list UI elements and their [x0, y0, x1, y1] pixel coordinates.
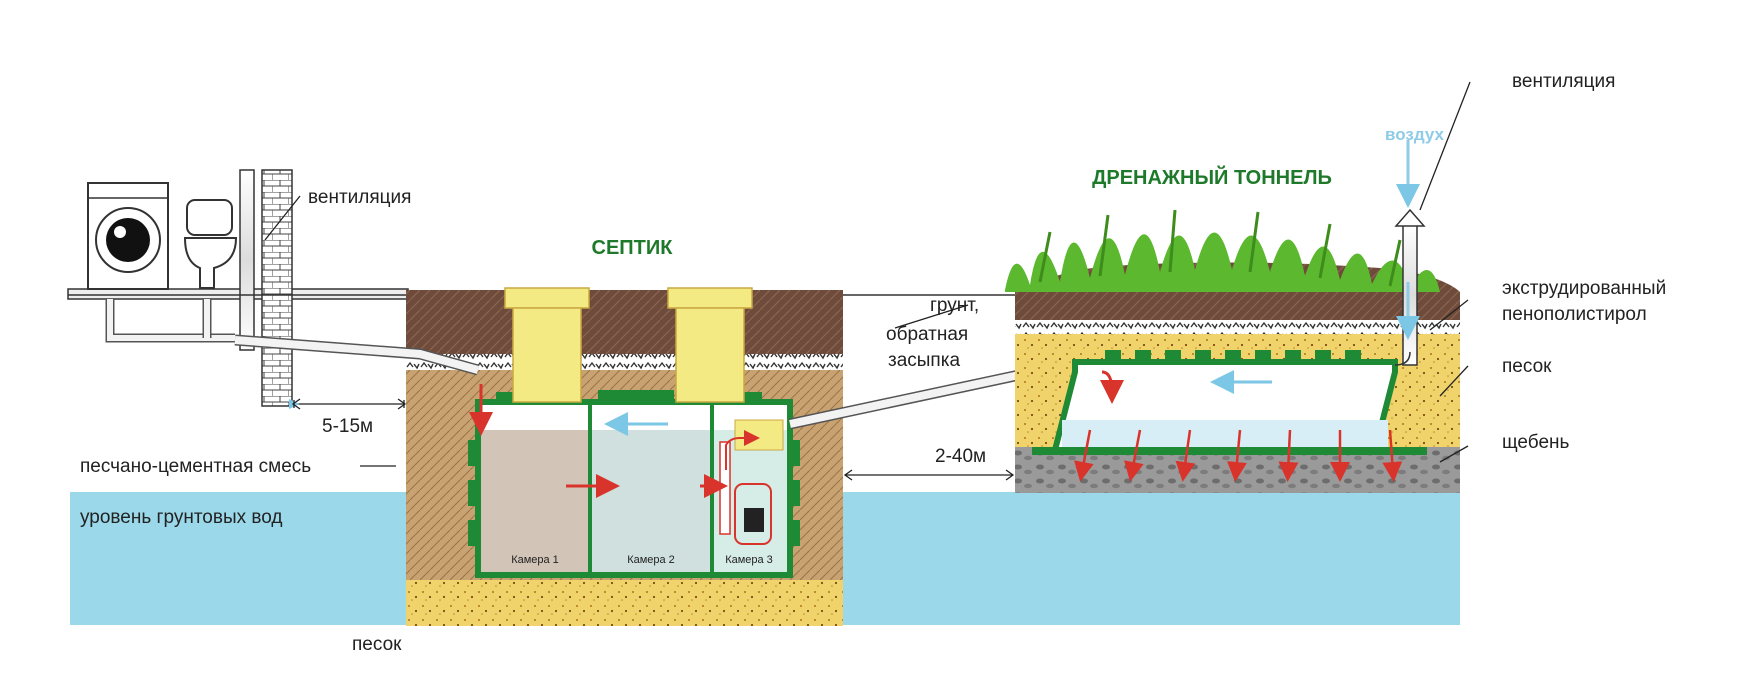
- soil-layer: [406, 290, 843, 354]
- label-sand-bottom: песок: [352, 634, 402, 655]
- label-ventilation-house: вентиляция: [308, 187, 411, 208]
- label-foam-2: пенополистирол: [1502, 304, 1647, 325]
- label-soil-1: грунт,: [930, 295, 979, 316]
- label-distance-house: 5-15м: [322, 416, 373, 437]
- label-groundwater: уровень грунтовых вод: [80, 507, 283, 528]
- house: [67, 169, 409, 407]
- chamber-1-liquid: [481, 430, 590, 572]
- label-sand-cement: песчано-цементная смесь: [80, 456, 311, 477]
- house-floor: [67, 288, 409, 300]
- chamber-2-liquid: [590, 430, 712, 572]
- inlet-pipe: [234, 334, 480, 376]
- sand-bed-bottom: [406, 580, 843, 626]
- washing-machine-icon: [87, 182, 169, 290]
- label-soil-2: обратная: [886, 324, 968, 345]
- label-air: воздух: [1385, 125, 1444, 144]
- pump-icon: [744, 508, 764, 532]
- grass-icon: [1005, 209, 1440, 292]
- tank-lid-left: [504, 287, 590, 403]
- label-gravel: щебень: [1502, 432, 1570, 453]
- title-septic: СЕПТИК: [592, 237, 674, 259]
- label-foam-1: экструдированный: [1502, 278, 1666, 299]
- leader-lines: [264, 81, 1471, 467]
- drainage-tunnel-area: [1005, 140, 1460, 493]
- dimension-house-to-septic: [288, 398, 407, 410]
- septic-flow-arrows: [469, 384, 760, 498]
- tank-lid-right: [667, 287, 753, 403]
- label-soil-3: засыпка: [888, 350, 960, 371]
- vent-stack-pipe: [239, 169, 255, 351]
- chamber-label-2: Камера 2: [627, 554, 675, 566]
- chamber-label-1: Камера 1: [511, 554, 559, 566]
- chamber-label-3: Камера 3: [725, 554, 773, 566]
- label-distance-tunnel: 2-40м: [935, 446, 986, 467]
- septic-tank: Камера 1 Камера 2 Камера 3: [468, 287, 800, 578]
- label-ventilation-tunnel: вентиляция: [1512, 71, 1615, 92]
- label-sand-right: песок: [1502, 356, 1552, 377]
- dimension-septic-to-tunnel: [843, 469, 1015, 481]
- title-drainage-tunnel: ДРЕНАЖНЫЙ ТОННЕЛЬ: [1092, 165, 1332, 189]
- house-wall: [261, 169, 293, 407]
- toilet-icon: [183, 199, 238, 289]
